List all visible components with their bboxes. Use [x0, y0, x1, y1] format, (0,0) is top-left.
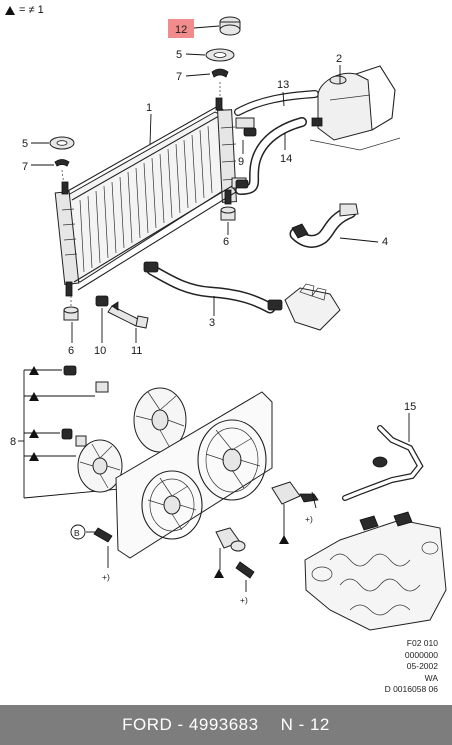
radiator-cap [219, 16, 241, 36]
callout-label-6-right: 6 [223, 236, 229, 248]
upper-hose-13 [234, 90, 319, 116]
ref-line-2: 0000000 [404, 649, 438, 660]
fan-resistor [271, 481, 319, 538]
intake-manifold [304, 511, 447, 631]
triangle-marker [29, 392, 39, 401]
fan-shroud [115, 391, 273, 559]
triangle-marker [29, 366, 39, 375]
highlight-box [168, 19, 194, 38]
drawing-reference: F02 010 0000000 05-2002 WA D 0016058 06 [385, 638, 438, 696]
footer-page: N - 12 [280, 715, 330, 734]
clip-10 [95, 295, 109, 307]
fan-blade-lower [77, 439, 123, 493]
callout-circle-B [70, 524, 86, 540]
callout-label-1: 1 [146, 102, 152, 114]
ref-line-3: 05-2002 [406, 661, 438, 671]
fan-resistor-lower [215, 527, 246, 570]
callout-label-4: 4 [382, 236, 388, 248]
callout-label-7-left: 7 [22, 161, 28, 173]
callout-label-13: 13 [277, 79, 289, 91]
callout-label-7-top: 7 [176, 71, 182, 83]
triangle-marker [29, 452, 39, 461]
callout-label-8: 8 [10, 436, 16, 448]
expansion-tank-2 [309, 65, 401, 151]
footer-part-number: 4993683 [188, 715, 259, 734]
legend: = ≠ 1 [5, 4, 44, 16]
hose-4 [289, 203, 359, 248]
clamp-9b [235, 179, 249, 189]
ref-line-1: F02 010 [406, 638, 438, 648]
fan-blade-upper [133, 387, 187, 453]
footer-brand: FORD [122, 715, 173, 734]
callout-label-9: 9 [238, 156, 244, 168]
callout-label-10: 10 [94, 345, 106, 357]
triangle-marker [29, 429, 39, 438]
callout-label-2: 2 [336, 53, 342, 65]
clamp-9a [243, 127, 257, 137]
callout-label-5-top: 5 [176, 49, 182, 61]
plus-note-1: +) [305, 514, 313, 524]
callout-label-15: 15 [404, 401, 416, 413]
hose-14 [235, 117, 307, 195]
footer-separator: - [177, 715, 184, 734]
clip [211, 68, 229, 78]
callout-label-14: 14 [280, 153, 292, 165]
callout-label-6-left: 6 [68, 345, 74, 357]
footer-bar: FORD - 4993683 N - 12 [0, 705, 452, 745]
ref-line-4: WA [424, 672, 438, 683]
callout-label-12: 12 [175, 24, 187, 36]
callout-label-B: B [74, 528, 80, 538]
plus-note-2: +) [240, 595, 248, 605]
lower-hose-3 [143, 261, 341, 331]
callout-12: 12 [168, 19, 220, 38]
callout-label-11: 11 [131, 345, 142, 357]
legend-text: = ≠ 1 [19, 4, 44, 16]
ref-line-5: D 0016058 06 [384, 684, 438, 694]
triangle-marker [279, 535, 289, 544]
coolant-pipe-15 [342, 425, 424, 501]
callout-label-3: 3 [209, 317, 215, 329]
bolt-11 [107, 301, 149, 329]
triangle-icon [5, 5, 15, 15]
clip-left [54, 159, 70, 167]
plus-note-3: +) [102, 572, 110, 582]
exploded-parts-diagram: 12 5 7 1 5 7 6 6 10 11 13 [10, 16, 447, 631]
triangle-marker [214, 569, 224, 578]
callout-label-5-left: 5 [22, 138, 28, 150]
